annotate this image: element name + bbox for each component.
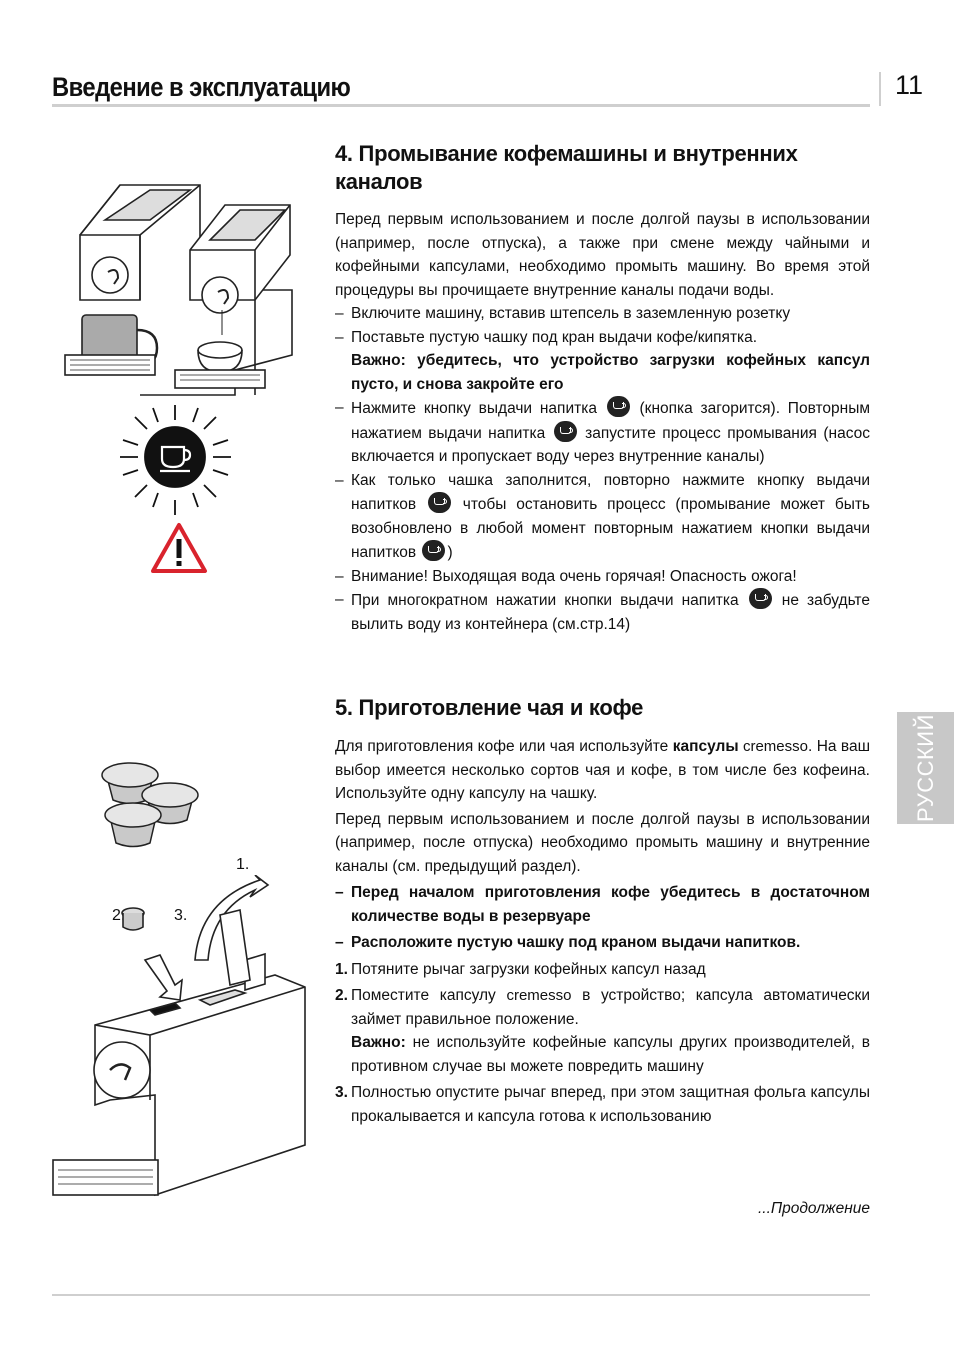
section-4-title: 4. Промывание кофемашины и внутренних ка… xyxy=(335,141,798,194)
step-item: 2.Поместите капсулу cremesso в устройств… xyxy=(335,987,870,1028)
step-item: 1.Потяните рычаг загрузки кофейных капсу… xyxy=(335,960,706,978)
header-divider xyxy=(879,72,881,106)
page-number: 11 xyxy=(895,70,924,100)
cup-button-icon xyxy=(748,588,772,609)
header-rule xyxy=(52,104,870,107)
warning-icon xyxy=(151,523,207,573)
list-item: –При многократном нажатии кнопки выдачи … xyxy=(335,588,870,636)
list-item: –Перед началом приготовления кофе убедит… xyxy=(335,884,870,925)
footer-rule xyxy=(52,1294,870,1296)
list-item: –Поставьте пустую чашку под кран выдачи … xyxy=(335,328,758,346)
machine-loading-illustration xyxy=(52,875,306,1197)
list-item: –Расположите пустую чашку под краном выд… xyxy=(335,934,801,951)
list-item: –Включите машину, вставив штепсель в заз… xyxy=(335,305,791,322)
step-item: 3.Полностью опустите рычаг вперед, при э… xyxy=(335,1084,870,1125)
step-important-note: Важно: не используйте кофейные капсулы д… xyxy=(351,1034,870,1075)
section-5-intro: Для приготовления кофе или чая используй… xyxy=(335,738,871,802)
section-5-title: 5. Приготовление чая и кофе xyxy=(335,695,644,720)
section-5: 5. Приготовление чая и кофе Для приготов… xyxy=(335,694,870,1128)
continued-note: ...Продолжение xyxy=(757,1200,870,1217)
section-5-paragraph: Перед первым использованием и после долг… xyxy=(335,810,870,875)
rinsing-machines-illustration xyxy=(64,184,293,396)
list-item: –Внимание! Выходящая вода очень горячая!… xyxy=(335,567,797,585)
language-tab-label: РУССКИЙ xyxy=(912,714,938,822)
lit-button-icon xyxy=(120,405,231,515)
cup-button-icon xyxy=(422,540,446,561)
figure-label-step1: 1. xyxy=(236,856,250,873)
cup-button-icon xyxy=(553,420,577,442)
language-tab: РУССКИЙ xyxy=(897,712,954,824)
section-4: 4. Промывание кофемашины и внутренних ка… xyxy=(335,140,870,636)
page-title: Введение в эксплуатацию xyxy=(52,72,351,102)
cup-button-icon xyxy=(606,396,630,417)
cup-button-icon xyxy=(427,492,451,513)
list-item: –Как только чашка заполнится, повторно н… xyxy=(335,471,871,561)
section-4-intro: Перед первым использованием и после долг… xyxy=(335,211,870,299)
figure-label-step3: 3. xyxy=(174,907,188,924)
important-note: Важно: убедитесь, что устройство загрузк… xyxy=(351,352,870,393)
list-item: –Нажмите кнопку выдачи напитка (кнопка з… xyxy=(335,396,870,469)
capsules-illustration xyxy=(101,762,199,848)
